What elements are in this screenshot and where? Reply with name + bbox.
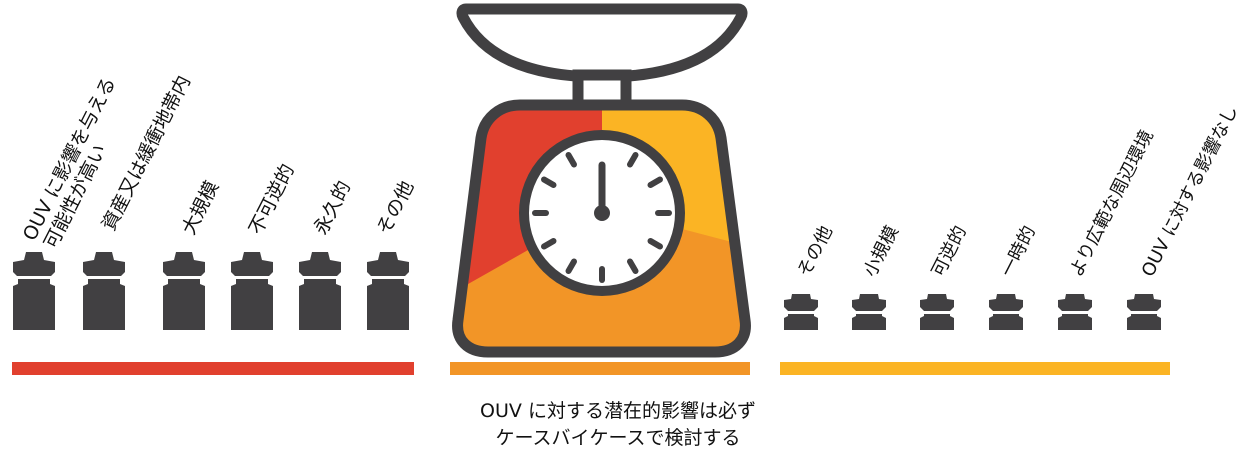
light-label-6: OUV に対する影響なし	[1138, 102, 1237, 280]
heavy-weight-icon	[367, 252, 409, 330]
light-side-bar	[780, 362, 1170, 375]
light-label-4: 一時的	[997, 223, 1040, 281]
light-label-1: その他	[794, 223, 837, 281]
kitchen-scale-icon	[452, 3, 751, 358]
dial-tick	[565, 258, 577, 274]
caption-line-2: ケースバイケースで検討する	[495, 427, 741, 449]
scale-bowl	[456, 3, 748, 83]
dial-tick	[541, 176, 557, 188]
heavy-side-bar	[12, 362, 414, 375]
light-weight-icon	[989, 294, 1023, 330]
dial-tick	[647, 176, 663, 188]
heavy-weight-icon	[299, 252, 341, 330]
light-weight-icon	[852, 294, 886, 330]
heavy-label-6: その他	[373, 177, 418, 238]
scale-body	[452, 99, 751, 358]
heavy-weights	[13, 252, 409, 330]
heavy-weight-icon	[163, 252, 205, 330]
light-weight-icon	[920, 294, 954, 330]
dial-center	[594, 205, 610, 221]
heavy-label-5: 永久的	[310, 177, 355, 238]
dial-tick	[627, 152, 639, 168]
light-label-2: 小規模	[860, 223, 903, 281]
clock-dial-icon	[519, 130, 685, 296]
dial-tick	[627, 258, 639, 274]
dial-tick	[565, 152, 577, 168]
caption: OUV に対する潜在的影響は必ず ケースバイケースで検討する	[418, 398, 818, 452]
light-label-3: 可逆的	[928, 223, 971, 281]
heavy-weight-icon	[231, 252, 273, 330]
center-bar	[450, 362, 750, 375]
light-weight-icon	[1127, 294, 1161, 330]
light-labels: その他 小規模 可逆的 一時的 より広範な周辺環境 OUV に対する影響なし	[794, 102, 1237, 280]
heavy-labels: OUV に影響を与える 可能性が高い 資産又は緩衝地帯内 大規模 不可逆的 永久…	[19, 72, 418, 252]
light-weight-icon	[784, 294, 818, 330]
heavy-label-4: 不可逆的	[245, 161, 299, 239]
light-weights	[784, 294, 1161, 330]
heavy-label-3: 大規模	[178, 177, 223, 238]
light-weight-icon	[1058, 294, 1092, 330]
heavy-weight-icon	[13, 252, 55, 330]
dial-tick	[647, 238, 663, 250]
caption-line-1: OUV に対する潜在的影響は必ず	[480, 400, 756, 422]
heavy-weight-icon	[83, 252, 125, 330]
dial-tick	[541, 238, 557, 250]
